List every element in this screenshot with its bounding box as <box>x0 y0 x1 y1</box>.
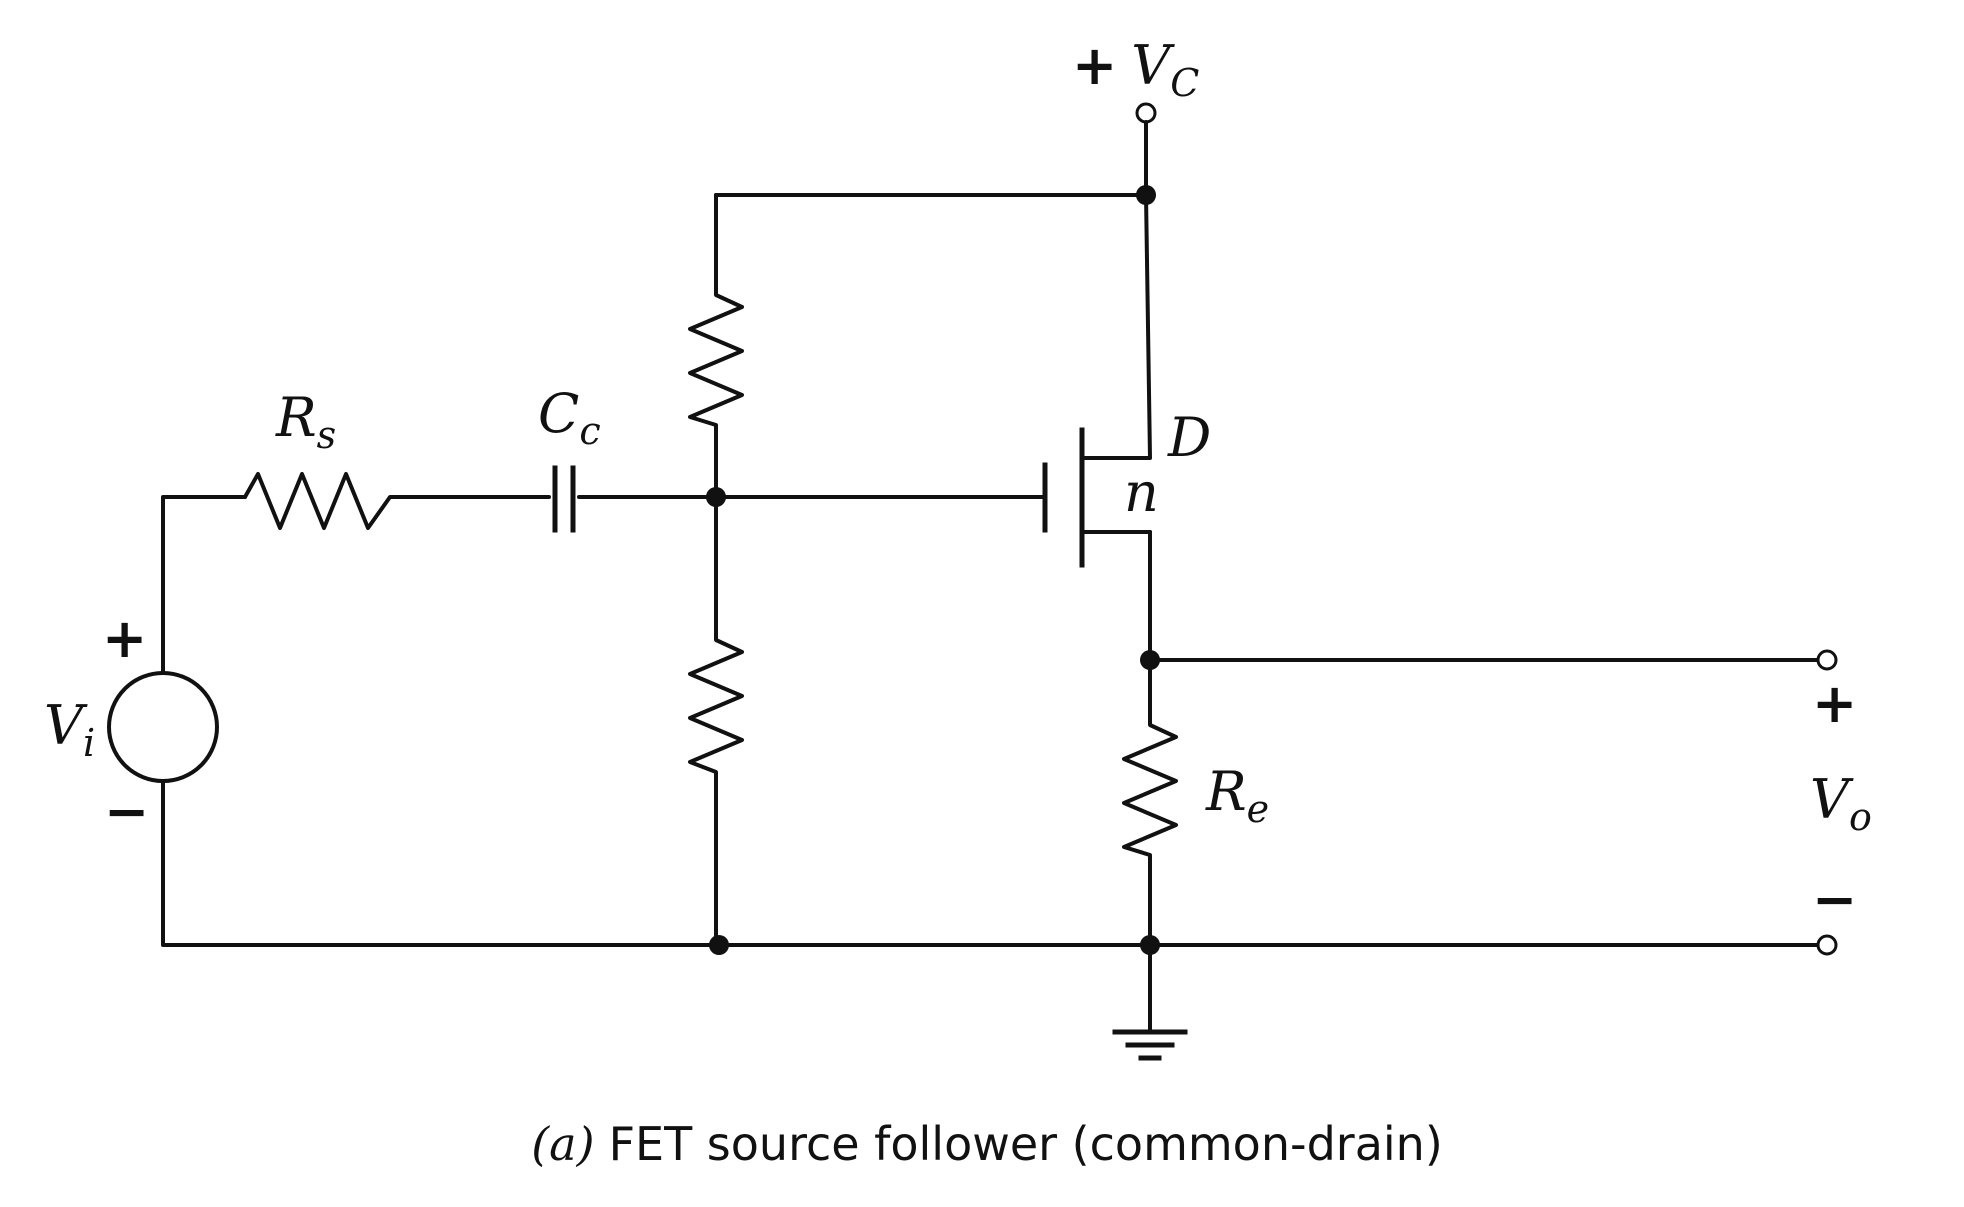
drain-wire <box>1090 193 1152 460</box>
supply-label: +VC <box>1072 34 1199 105</box>
upper-bias-resistor <box>688 193 744 499</box>
supply-terminal <box>1135 102 1157 124</box>
figure-caption: (a)FET source follower (common-drain) <box>531 1117 1443 1171</box>
output-minus-terminal <box>1816 934 1838 956</box>
output-plus-sign: + <box>1812 672 1857 735</box>
series-resistor-rs <box>243 472 551 530</box>
output-minus-sign: − <box>1812 868 1857 931</box>
coupling-capacitor-cc <box>552 465 576 533</box>
input-top-wire <box>161 495 247 675</box>
input-voltage-source <box>107 671 219 783</box>
re-label: Re <box>1205 760 1269 831</box>
rs-label: Rs <box>275 386 336 457</box>
channel-type-label: n <box>1124 461 1159 524</box>
source-resistor-re <box>1122 658 1178 947</box>
lower-bias-resistor <box>688 495 744 947</box>
input-plus-sign: + <box>102 607 147 670</box>
input-bottom-wire <box>161 779 721 947</box>
fet-symbol <box>1042 427 1152 568</box>
output-plus-terminal <box>1816 649 1838 671</box>
cc-label: Cc <box>538 382 601 453</box>
vi-label: Vi <box>44 694 95 765</box>
input-minus-sign: − <box>104 780 149 843</box>
drain-label: D <box>1167 406 1211 469</box>
ground-symbol <box>1112 943 1188 1061</box>
supply-terminal-circle <box>1135 102 1157 124</box>
output-label: Vo <box>1810 768 1872 839</box>
